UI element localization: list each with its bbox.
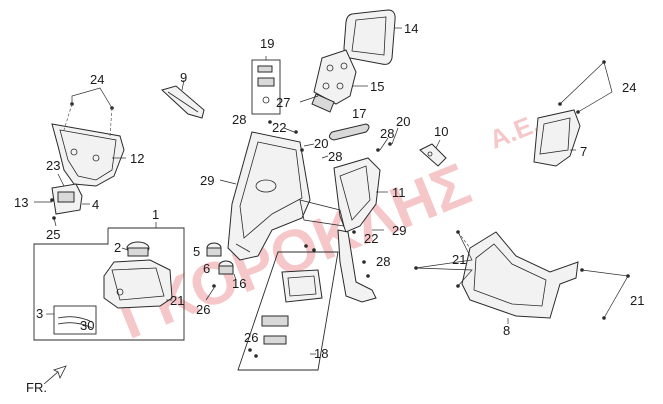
front-direction-arrow: FR. xyxy=(26,365,67,395)
callout-11: 11 xyxy=(392,185,406,200)
part-6-knob xyxy=(218,260,234,275)
callout-2: 2 xyxy=(114,240,121,255)
callout-21-b: 21 xyxy=(170,293,184,308)
callout-17: 17 xyxy=(352,106,366,121)
callout-29-b: 29 xyxy=(392,223,406,238)
part-9-bracket xyxy=(161,85,205,119)
callout-23: 23 xyxy=(46,158,60,173)
callout-4: 4 xyxy=(92,197,99,212)
part-18-housing xyxy=(261,269,323,345)
part-7-right-glovebox xyxy=(533,109,581,167)
part-10-bracket xyxy=(419,143,447,167)
callout-7: 7 xyxy=(580,144,587,159)
watermark-suffix: Α.Ε. xyxy=(485,108,543,155)
callout-28-d: 28 xyxy=(376,254,390,269)
part-30-hose xyxy=(53,305,97,335)
part-15-mirror-bracket xyxy=(311,49,357,113)
part-8-floor-tray xyxy=(461,231,579,319)
callout-24-left: 24 xyxy=(90,72,104,87)
callout-labels: 24 9 19 14 15 24 27 17 28 22 20 28 10 12… xyxy=(14,21,644,361)
part-18-assembly-box xyxy=(237,251,339,371)
callout-26-b: 26 xyxy=(244,330,258,345)
part-fuel-tank xyxy=(103,259,173,309)
callout-14: 14 xyxy=(404,21,418,36)
callout-5: 5 xyxy=(193,244,200,259)
part-under-frame xyxy=(337,229,377,303)
callout-15: 15 xyxy=(370,79,384,94)
callout-10: 10 xyxy=(434,124,448,139)
callout-28-a: 28 xyxy=(232,112,246,127)
callout-21-a: 21 xyxy=(452,252,466,267)
part-1-assembly-box xyxy=(33,227,185,341)
callout-20-b: 20 xyxy=(314,136,328,151)
callout-22-b: 22 xyxy=(364,231,378,246)
callout-28-b: 28 xyxy=(380,126,394,141)
part-17-trim-strip xyxy=(328,123,370,141)
callout-26-a: 26 xyxy=(196,302,210,317)
part-11-right-front-panel xyxy=(299,157,381,233)
callout-28-c: 28 xyxy=(328,149,342,164)
front-direction-label: FR. xyxy=(26,380,47,395)
callout-25: 25 xyxy=(46,227,60,242)
callout-19: 19 xyxy=(260,36,274,51)
callout-16: 16 xyxy=(232,276,246,291)
part-5-knob xyxy=(206,242,222,257)
watermark: ΓΚΟΡΟΚΛΗΣ Α.Ε. xyxy=(109,108,544,352)
part-2-fuel-cap xyxy=(126,241,150,257)
callout-22-a: 22 xyxy=(272,120,286,135)
callout-29-a: 29 xyxy=(200,173,214,188)
callout-9: 9 xyxy=(180,70,187,85)
callout-30: 30 xyxy=(80,318,94,333)
callout-24-right: 24 xyxy=(622,80,636,95)
callout-6: 6 xyxy=(203,261,210,276)
callout-27: 27 xyxy=(276,95,290,110)
callout-1: 1 xyxy=(152,207,159,222)
callout-13: 13 xyxy=(14,195,28,210)
part-4-latch xyxy=(51,183,83,215)
callout-12: 12 xyxy=(130,151,144,166)
part-12-left-glovebox xyxy=(51,123,125,187)
part-14-mirror-cover xyxy=(343,9,396,65)
part-29-front-inner-panel xyxy=(227,131,311,261)
callout-3: 3 xyxy=(36,306,43,321)
callout-8: 8 xyxy=(503,323,510,338)
callout-18: 18 xyxy=(314,346,328,361)
callout-21-c: 21 xyxy=(630,293,644,308)
callout-20-a: 20 xyxy=(396,114,410,129)
